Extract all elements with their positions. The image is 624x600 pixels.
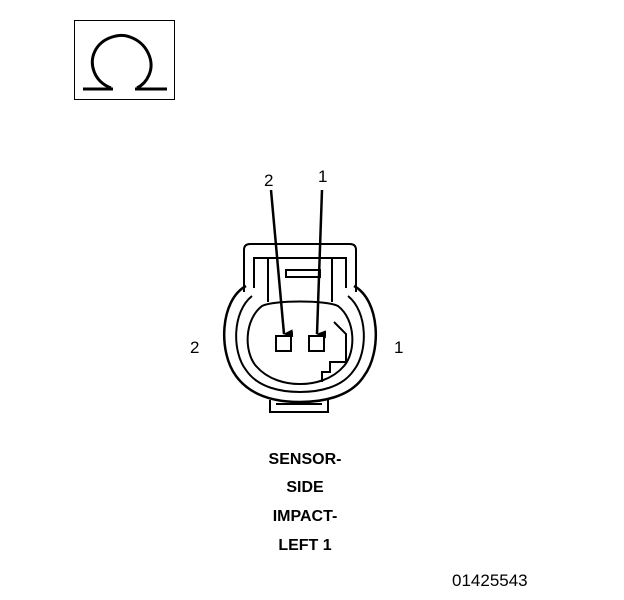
figure-id: 01425543 (452, 571, 528, 590)
ohm-symbol-box (74, 20, 175, 100)
ohm-icon (83, 34, 167, 91)
connector-housing (222, 243, 378, 413)
caption-line-3: IMPACT- (272, 508, 338, 525)
caption-line-4: LEFT 1 (278, 537, 332, 554)
side-label-2: 2 (190, 338, 200, 357)
callout-arrow-1 (315, 189, 327, 339)
caption-line-2: SIDE (286, 479, 324, 496)
side-label-1: 1 (394, 338, 404, 357)
caption-line-1: SENSOR- (268, 451, 342, 468)
terminal-cavity-2 (275, 335, 292, 352)
callout-label-1: 1 (318, 167, 328, 186)
callout-label-2: 2 (264, 171, 274, 190)
terminal-cavity-1 (308, 335, 325, 352)
callout-arrow-2 (269, 189, 294, 338)
